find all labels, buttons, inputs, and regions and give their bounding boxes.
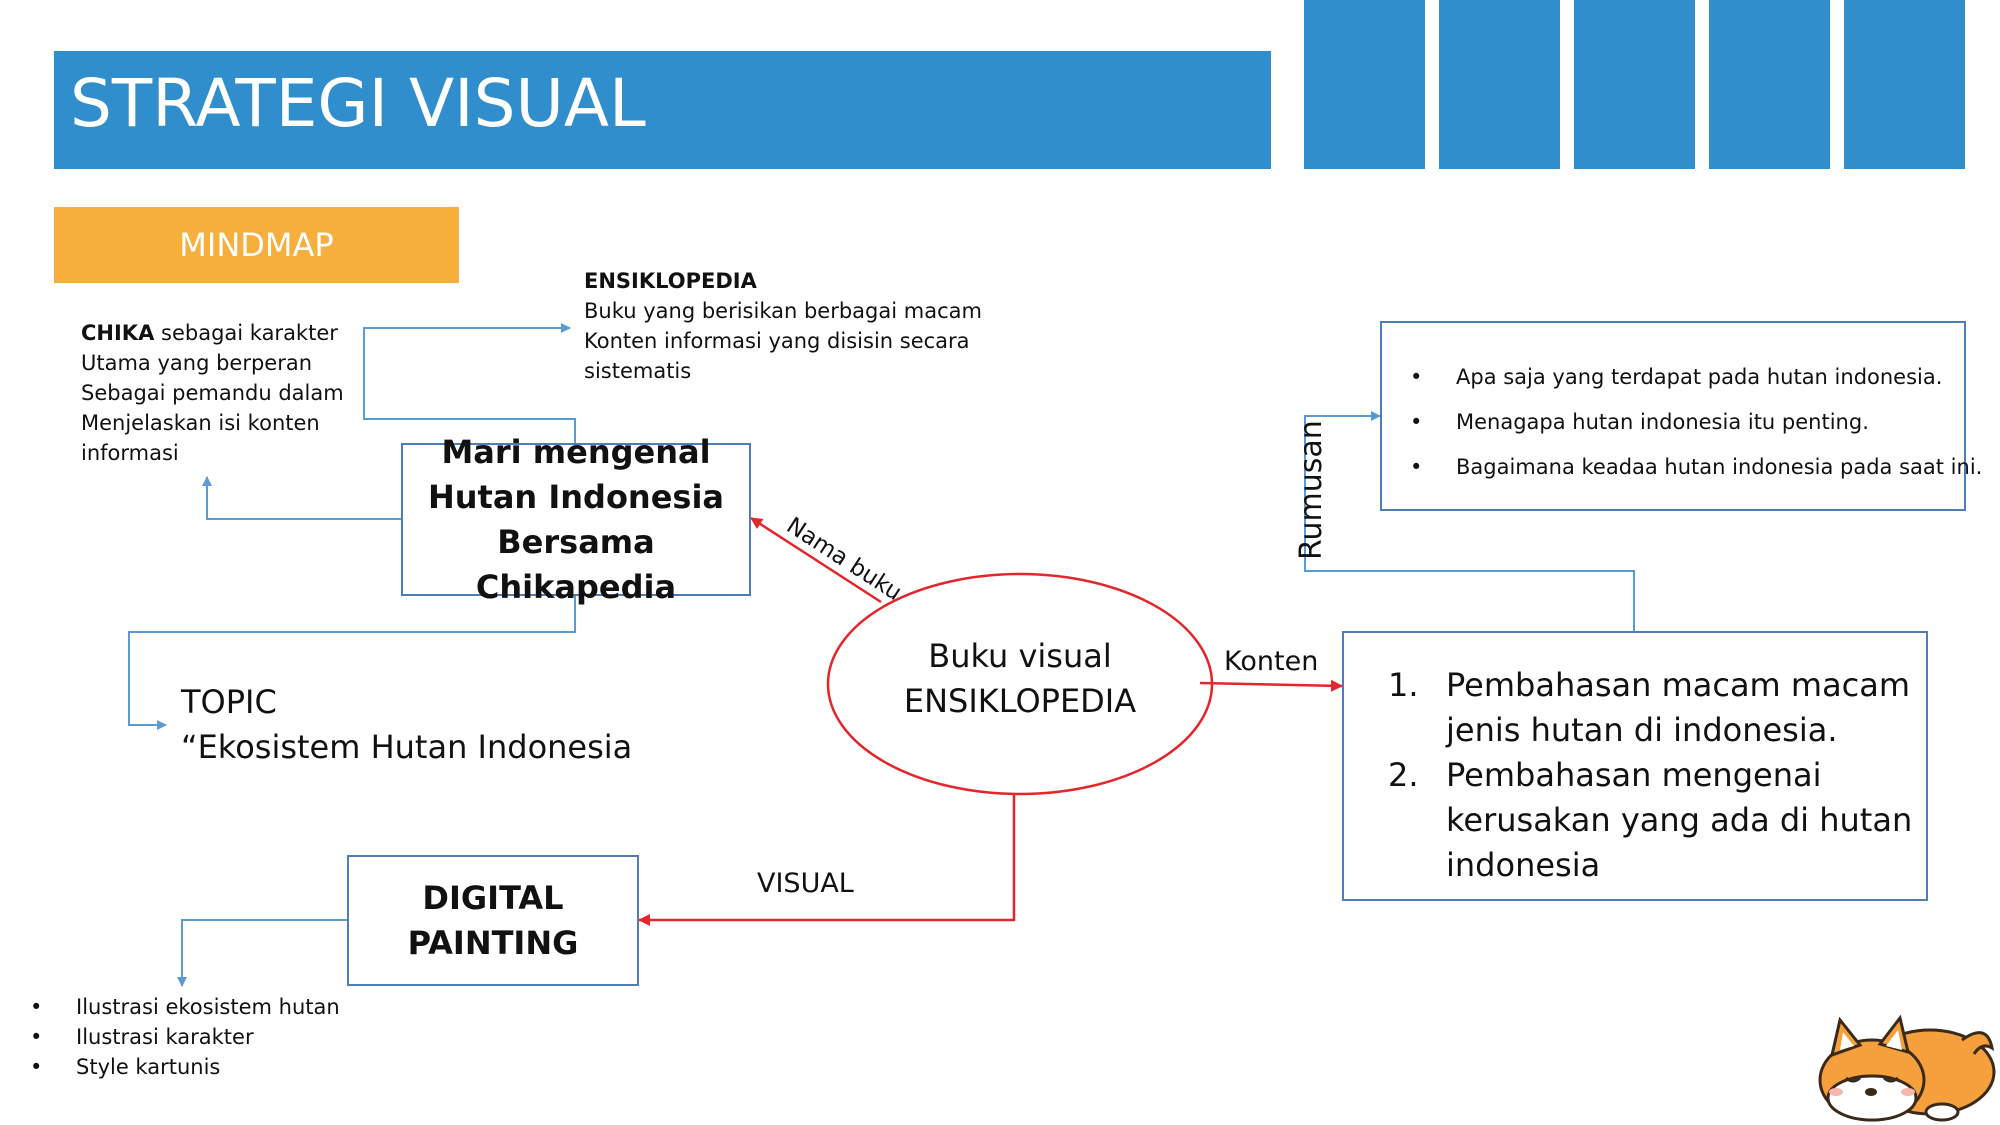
chika-note-line: informasi bbox=[81, 441, 179, 465]
chika-note-line: Menjelaskan isi konten bbox=[81, 411, 320, 435]
konten-item-line: indonesia bbox=[1446, 846, 1601, 884]
rumusan-item: Menagapa hutan indonesia itu penting. bbox=[1410, 400, 1964, 445]
chika-note-line: Utama yang berperan bbox=[81, 351, 313, 375]
connector-nama-buku bbox=[750, 516, 882, 604]
chika-note-line: Sebagai pemandu dalam bbox=[81, 381, 344, 405]
header-tile-1 bbox=[1304, 0, 1425, 169]
connector-to-topic bbox=[128, 596, 576, 730]
chika-note: CHIKA sebagai karakter Utama yang berper… bbox=[81, 318, 344, 468]
header-tile-5 bbox=[1844, 0, 1965, 169]
ensiklopedia-note-line: sistematis bbox=[584, 359, 692, 383]
konten-item-line: jenis hutan di indonesia. bbox=[1446, 711, 1838, 749]
konten-box: 1. Pembahasan macam macam jenis hutan di… bbox=[1342, 631, 1928, 901]
connector-to-visual-list bbox=[177, 919, 347, 987]
digital-painting-line: DIGITAL bbox=[422, 878, 564, 917]
visual-list-item: Ilustrasi ekosistem hutan bbox=[30, 992, 340, 1022]
mindmap-label: MINDMAP bbox=[54, 207, 459, 283]
main-title-line: Bersama Chikapedia bbox=[475, 522, 677, 606]
konten-item: 1. Pembahasan macam macam jenis hutan di… bbox=[1388, 663, 1926, 753]
sleeping-shiba-dog-icon bbox=[1818, 1014, 1996, 1122]
page-title: STRATEGI VISUAL bbox=[70, 65, 646, 142]
main-title-box: Mari mengenal Hutan Indonesia Bersama Ch… bbox=[401, 433, 751, 606]
connector-visual bbox=[638, 794, 1016, 926]
visual-list: Ilustrasi ekosistem hutan Ilustrasi kara… bbox=[30, 992, 340, 1082]
ensiklopedia-heading: ENSIKLOPEDIA bbox=[584, 269, 757, 293]
connector-konten bbox=[1199, 679, 1343, 692]
connector-to-rumusan bbox=[1304, 411, 1635, 631]
konten-item-number: 2. bbox=[1388, 756, 1419, 794]
topic-heading: TOPIC bbox=[181, 683, 277, 721]
rumusan-item: Apa saja yang terdapat pada hutan indone… bbox=[1410, 355, 1964, 400]
connector-to-ensiklopedia bbox=[363, 323, 576, 443]
visual-list-item: Ilustrasi karakter bbox=[30, 1022, 340, 1052]
ellipse-line: ENSIKLOPEDIA bbox=[903, 682, 1137, 720]
header-tile-4 bbox=[1709, 0, 1830, 169]
konten-item-line: Pembahasan mengenai bbox=[1446, 756, 1822, 794]
konten-item-line: kerusakan yang ada di hutan bbox=[1446, 801, 1913, 839]
konten-item: 2. Pembahasan mengenai kerusakan yang ad… bbox=[1388, 753, 1926, 888]
konten-item-line: Pembahasan macam macam bbox=[1446, 666, 1911, 704]
rumusan-box: Apa saja yang terdapat pada hutan indone… bbox=[1380, 321, 1982, 511]
chika-name: CHIKA bbox=[81, 321, 155, 345]
topic-note: TOPIC “Ekosistem Hutan Indonesia bbox=[181, 680, 632, 770]
rumusan-item: Bagaimana keadaa hutan indonesia pada sa… bbox=[1410, 445, 1982, 490]
header-tile-3 bbox=[1574, 0, 1695, 169]
ensiklopedia-note-line: Buku yang berisikan berbagai macam bbox=[584, 299, 982, 323]
topic-value: “Ekosistem Hutan Indonesia bbox=[181, 728, 633, 766]
digital-painting-line: PAINTING bbox=[407, 923, 579, 962]
chika-note-line: sebagai karakter bbox=[154, 321, 338, 345]
edge-label-konten: Konten bbox=[1224, 646, 1319, 677]
konten-item-number: 1. bbox=[1388, 666, 1419, 704]
main-title-line: Mari mengenal bbox=[441, 432, 711, 471]
edge-label-rumusan: Rumusan bbox=[1294, 420, 1329, 560]
visual-list-item: Style kartunis bbox=[30, 1052, 340, 1082]
central-ellipse-label: Buku visual ENSIKLOPEDIA bbox=[828, 634, 1212, 724]
connector-to-chika bbox=[202, 476, 401, 520]
ellipse-line: Buku visual bbox=[928, 637, 1112, 675]
title-bar bbox=[54, 51, 1271, 169]
edge-label-visual: VISUAL bbox=[757, 868, 854, 899]
ensiklopedia-note-line: Konten informasi yang disisin secara bbox=[584, 329, 970, 353]
ensiklopedia-note: ENSIKLOPEDIA Buku yang berisikan berbaga… bbox=[584, 266, 982, 386]
main-title-line: Hutan Indonesia bbox=[427, 477, 725, 516]
header-tile-2 bbox=[1439, 0, 1560, 169]
digital-painting-box: DIGITAL PAINTING bbox=[347, 855, 639, 986]
